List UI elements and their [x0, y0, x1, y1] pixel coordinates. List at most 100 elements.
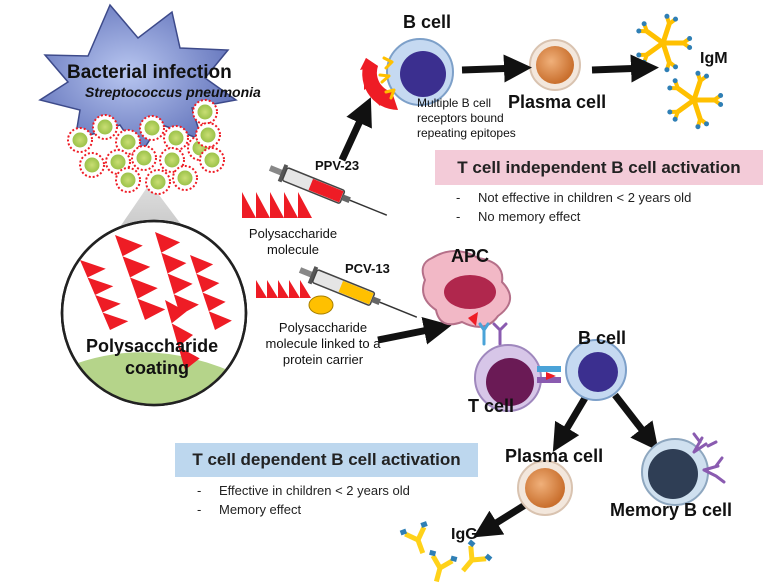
ppv23-syringe [268, 164, 388, 216]
bacterium-core [97, 119, 113, 135]
ti-bullet: No memory effect [456, 207, 691, 226]
ti-plasma-label: Plasma cell [508, 92, 607, 112]
tcr-receptor [478, 322, 508, 346]
td-bcell-label: B cell [578, 328, 627, 348]
receptor-note: Multiple B cell receptors bound repeatin… [417, 96, 516, 141]
tcell-bcell-synapse [537, 366, 561, 383]
igm-arm [691, 80, 703, 101]
ti-bcell-receptors [378, 56, 396, 100]
bacterium-core [177, 170, 193, 186]
bacterium-core [72, 132, 88, 148]
conjugate-label-line: Polysaccharide [278, 320, 368, 335]
igm-arm [660, 23, 672, 44]
bacterium-core [144, 120, 160, 136]
igm-arm [676, 97, 696, 114]
igg-label: IgG [451, 526, 478, 543]
pcv13-label: PCV-13 [345, 261, 390, 276]
igm-tip [704, 121, 710, 127]
polysaccharide-molecule [242, 192, 312, 218]
td-plasma-label: Plasma cell [505, 446, 604, 466]
receptor-note-line: repeating epitopes [417, 126, 516, 140]
igg-tip [450, 555, 458, 562]
bacteria-cluster [67, 99, 225, 195]
igg-tip [399, 528, 408, 536]
td-bullet: Effective in children < 2 years old [197, 481, 410, 500]
bacterium-core [120, 172, 136, 188]
arrow-to-apc [377, 317, 452, 345]
infection-title: Bacterial infection [67, 62, 232, 83]
igm-tip [672, 116, 678, 122]
igm-antibody-1 [636, 13, 693, 73]
arrow-bcell-to-memory [612, 392, 659, 452]
igm-arm [645, 40, 665, 57]
arrow-bcell-to-plasma-td [552, 396, 589, 453]
igg-tip [420, 521, 428, 528]
igm-tip [687, 35, 693, 41]
polysaccharide-label-line: Polysaccharide [248, 226, 338, 241]
coating-label-line2: coating [125, 358, 190, 378]
ti-bcell-epitope-arc [360, 58, 398, 110]
bacterium-core [110, 154, 126, 170]
t-cell-label: T cell [468, 396, 515, 416]
igm-antibody-2 [667, 70, 724, 130]
igm-tip [718, 92, 724, 98]
igm-arm [645, 29, 665, 46]
ti-bullet: Not effective in children < 2 years old [456, 188, 691, 207]
memory-label: Memory B cell [610, 500, 733, 520]
td-bcell [565, 339, 627, 401]
bacterium-core [164, 152, 180, 168]
polysaccharide-label-line: molecule [266, 242, 320, 257]
receptor-note-line: receptors bound [417, 111, 504, 125]
arrow-plasma-to-igg [473, 502, 527, 538]
polysaccharide-protein-conjugate [256, 280, 311, 298]
igm-tip [641, 21, 647, 27]
igm-tip [664, 67, 670, 73]
igm-tip [636, 52, 642, 58]
igm-tip [672, 78, 678, 84]
igm-arm [676, 86, 696, 103]
igg-arm [438, 558, 454, 571]
igm-arm [691, 99, 703, 120]
igm-label: IgM [700, 50, 728, 67]
sawtooth [256, 280, 311, 298]
igg-stem [461, 558, 474, 573]
ppv23-label: PPV-23 [315, 158, 360, 173]
igm-tip [704, 73, 710, 79]
receptor-note-line: Multiple B cell [417, 96, 492, 110]
ti-bullets: Not effective in children < 2 years old … [456, 188, 691, 226]
igg-tip [484, 553, 493, 562]
igg-antibody [399, 521, 428, 555]
polysaccharide-chain [115, 235, 166, 320]
conjugate-label-line: protein carrier [282, 352, 364, 367]
protein-carrier [308, 295, 334, 315]
igg-arm [471, 556, 487, 563]
arrow-bcell-to-plasma [461, 54, 532, 83]
arrow-plasma-to-igm [591, 54, 659, 83]
bacterium-core [197, 104, 213, 120]
td-bullet: Memory effect [197, 500, 410, 519]
igm-tip [687, 45, 693, 51]
bacterium-core [200, 127, 216, 143]
igm-tip [718, 102, 724, 108]
igg-antibodies [399, 521, 493, 583]
t-cell [474, 344, 542, 412]
arrow-to-ti-bcell [338, 97, 372, 162]
igg-arm [404, 531, 420, 543]
infection-species: Streptococcus pneumonia [85, 84, 261, 100]
td-box-title: T cell dependent B cell activation [175, 443, 478, 477]
bacterium-core [168, 130, 184, 146]
memory-bcell [641, 432, 726, 506]
igg-antibody [461, 539, 493, 573]
bacterium-core [150, 174, 166, 190]
igg-antibody [429, 549, 458, 583]
sawtooth [242, 192, 312, 218]
ti-bcell-label: B cell [403, 12, 452, 32]
igm-tip [667, 109, 673, 115]
igm-tip [641, 59, 647, 65]
igm-tip [695, 124, 701, 130]
igm-tip [673, 64, 679, 70]
coating-label-line1: Polysaccharide [86, 336, 219, 356]
td-plasma-cell [517, 460, 573, 516]
polysaccharide-chain [80, 260, 129, 330]
